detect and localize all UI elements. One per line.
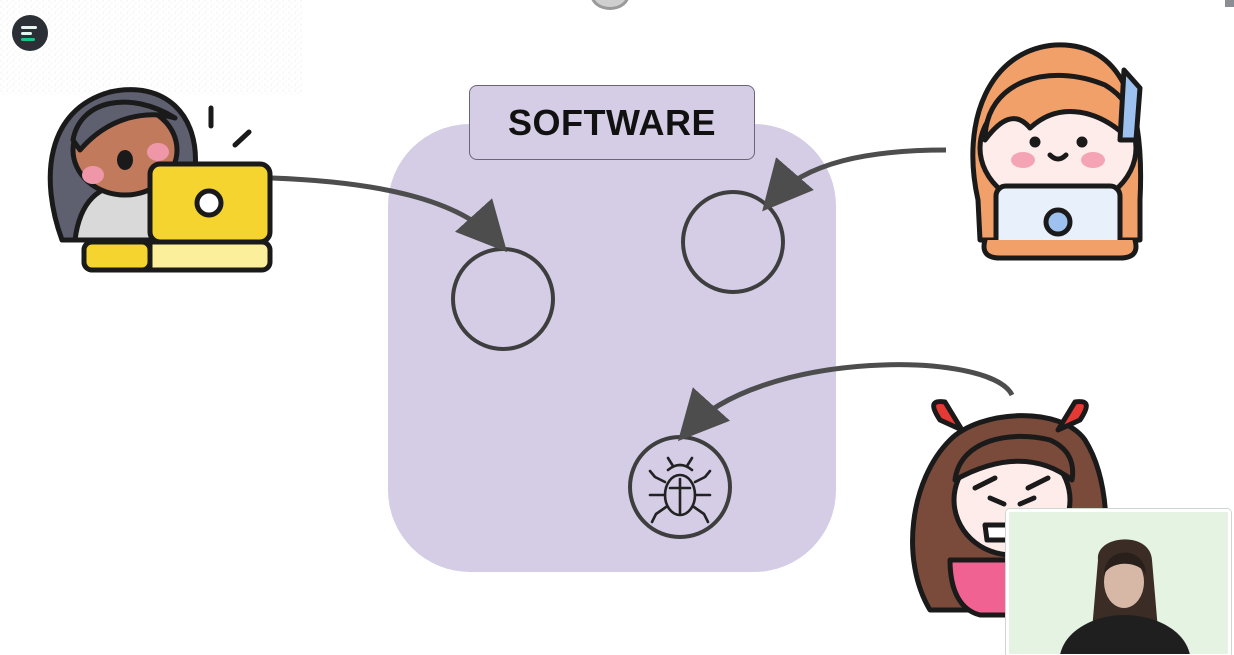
edge-developer-right-to-component-right	[762, 147, 947, 212]
scrollbar-corner	[1225, 0, 1234, 7]
developer-with-yellow-laptop-icon	[47, 87, 273, 273]
app-logo-icon[interactable]	[12, 15, 48, 51]
software-title-box: SOFTWARE	[469, 85, 755, 160]
edge-attacker-to-component-bug	[677, 362, 1015, 442]
presenter-webcam-overlay[interactable]	[1006, 509, 1231, 655]
presenter-webcam-icon	[1009, 512, 1228, 655]
edge-developer-left-to-component-left	[271, 175, 508, 253]
component-right-node	[681, 190, 785, 294]
developer-with-laptop-icon	[970, 42, 1144, 261]
diagram-title: SOFTWARE	[508, 101, 716, 143]
software-container	[388, 124, 836, 572]
component-bug-node	[628, 435, 732, 539]
background-texture	[0, 0, 302, 95]
bug-icon	[648, 456, 712, 524]
